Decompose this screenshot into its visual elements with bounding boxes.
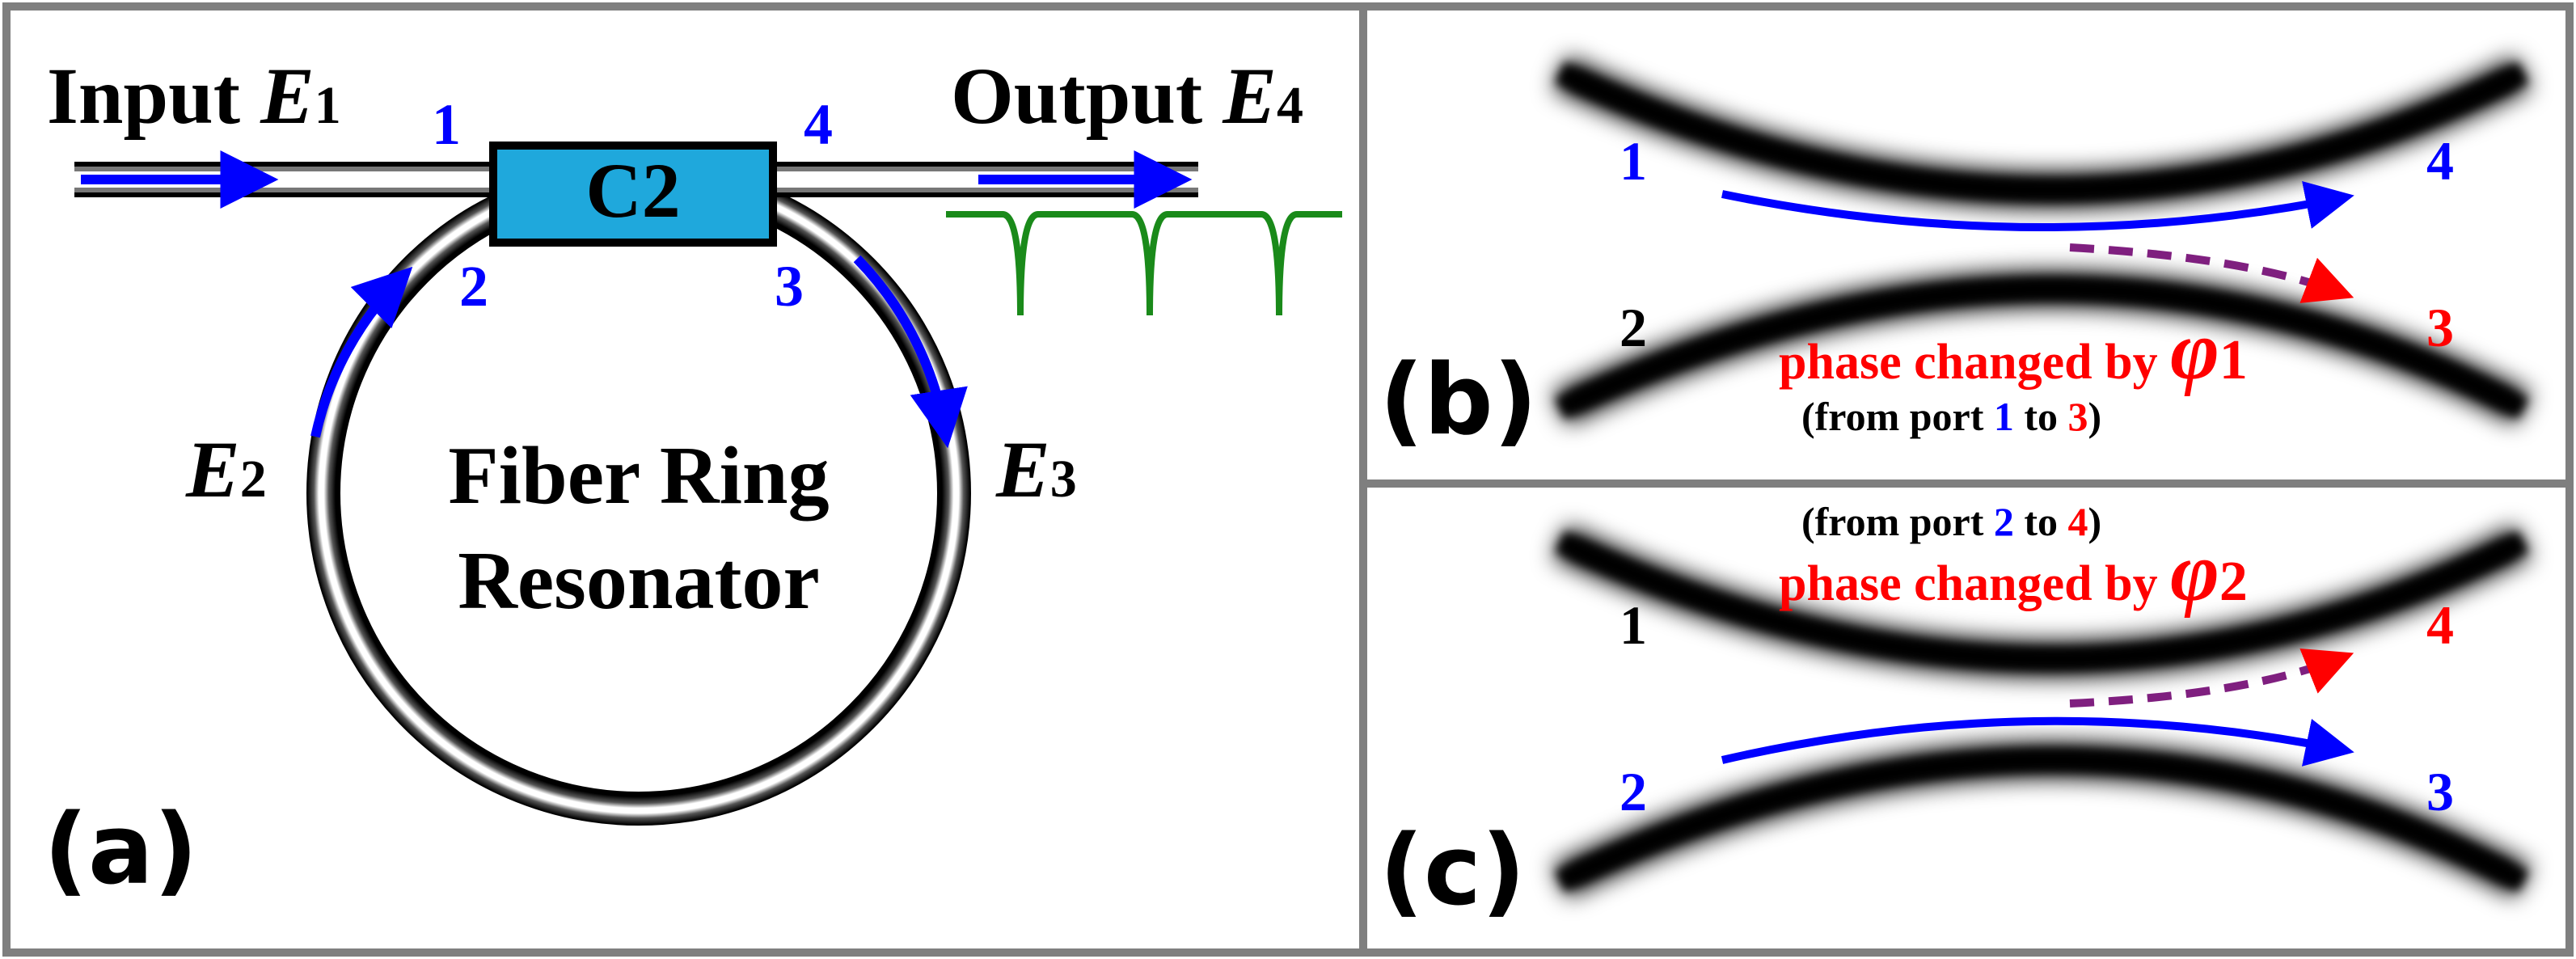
c-port-4: 4 — [2426, 594, 2454, 656]
port-2-label: 2 — [459, 254, 488, 319]
input-label: Input E1 — [47, 51, 341, 141]
ring-arrow-e3 — [853, 255, 968, 449]
coupler-label: C2 — [585, 147, 680, 234]
b-port-4: 4 — [2426, 130, 2454, 192]
field-e3-label: E3 — [995, 425, 1077, 514]
port-3-label: 3 — [775, 254, 804, 319]
panel-a-label: (a) — [44, 794, 198, 906]
b-port-3: 3 — [2426, 297, 2454, 358]
port-1-label: 1 — [432, 92, 461, 157]
coupler-waveguides-b — [1552, 57, 2532, 425]
c-port-3: 3 — [2426, 761, 2454, 822]
coupler-waveguides-c — [1552, 526, 2532, 898]
port-4-label: 4 — [804, 92, 833, 157]
c-route-text: (from port 2 to 4) — [1801, 499, 2101, 544]
panel-a: C2 Input E1 Output E4 1 4 2 3 E2 E3 Fibe… — [44, 51, 1342, 906]
cross-path-arrow-b — [2069, 243, 2354, 303]
panel-c-label: (c) — [1379, 815, 1526, 927]
b-port-2: 2 — [1620, 297, 1647, 358]
b-route-text: (from port 1 to 3) — [1801, 394, 2101, 439]
panel-b: 1 4 2 3 phase changed by φ1 (from port 1… — [1379, 57, 2532, 457]
coupler-box — [489, 142, 777, 247]
bar-path-arrow-b — [1721, 180, 2354, 231]
ring-arrow-e2 — [310, 266, 413, 438]
b-port-1: 1 — [1620, 130, 1647, 192]
bar-path-arrow-c — [1721, 716, 2354, 767]
ring-title-line2: Resonator — [458, 535, 820, 627]
ring-title-line1: Fiber Ring — [448, 430, 829, 522]
panel-b-label: (b) — [1379, 344, 1538, 457]
cross-path-arrow-c — [2069, 648, 2354, 708]
c-port-2: 2 — [1620, 761, 1647, 822]
c-phase-text: phase changed by φ2 — [1779, 526, 2248, 619]
b-phase-text: phase changed by φ1 — [1779, 304, 2248, 397]
panel-c: 1 4 2 3 (from port 2 to 4) phase changed… — [1379, 499, 2532, 927]
transmission-spectrum — [946, 211, 1342, 316]
output-label: Output E4 — [951, 51, 1303, 141]
field-e2-label: E2 — [185, 425, 267, 514]
c-port-1: 1 — [1620, 594, 1647, 656]
